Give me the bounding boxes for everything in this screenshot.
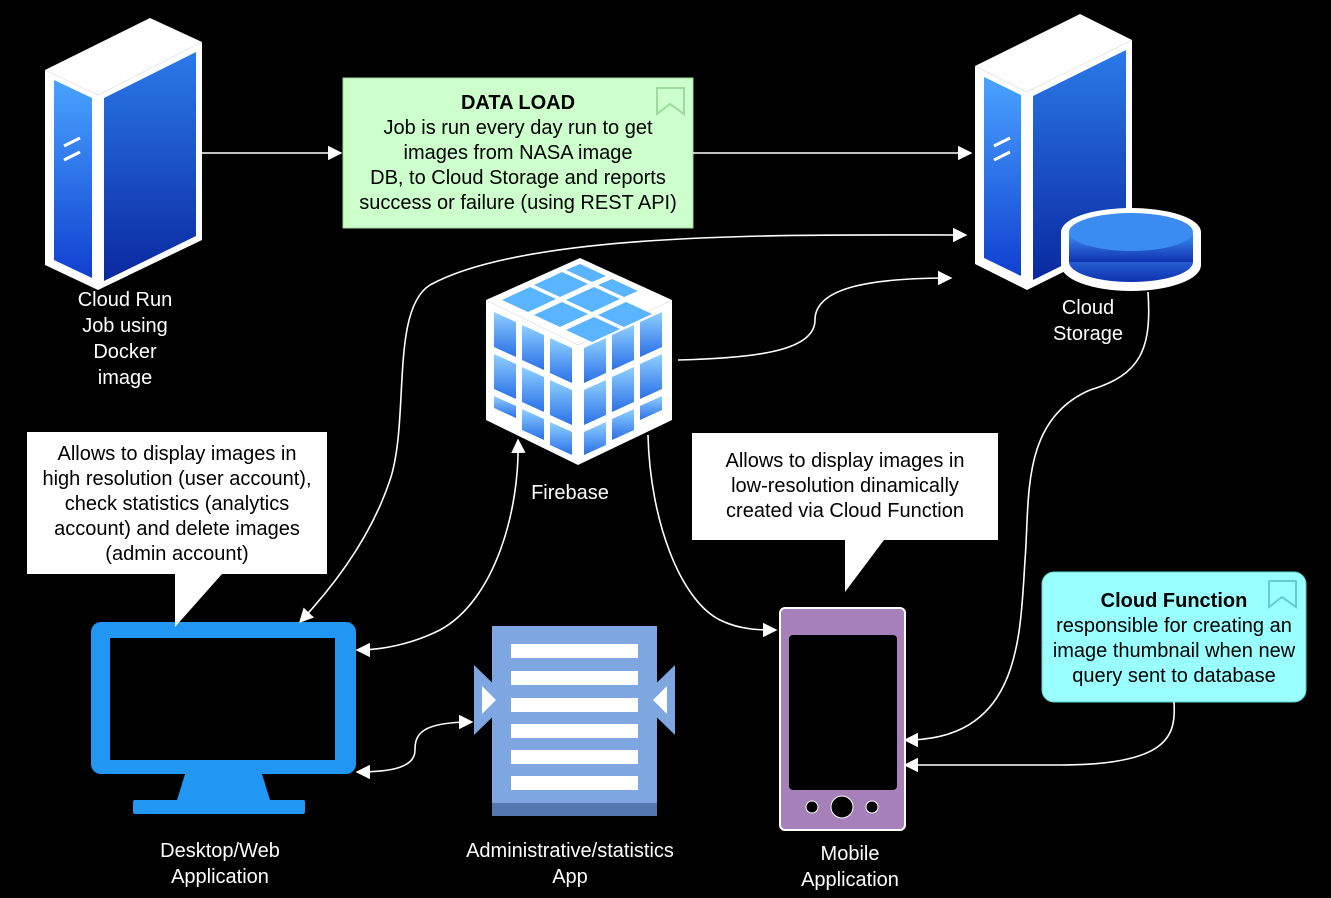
- desktop-callout-text: Allows to display images in high resolut…: [27, 442, 327, 567]
- monitor-icon: [91, 622, 356, 814]
- cloud-run-server-icon: [45, 18, 202, 290]
- mobile-label: Mobile Application: [780, 841, 920, 893]
- cloud-storage-server-icon: [975, 14, 1132, 290]
- edge-firebase-to-storage: [677, 270, 953, 361]
- firebase-label: Firebase: [531, 482, 609, 504]
- edge-admin-desktop: [355, 714, 474, 780]
- desktop-label: Desktop/Web Application: [140, 838, 300, 890]
- connectors: [202, 145, 1176, 780]
- cloud-function-text: Cloud Function responsible for creating …: [1042, 589, 1306, 689]
- desktop-callout-line: (admin account): [105, 543, 249, 565]
- edge-firebase-to-mobile: [647, 434, 778, 638]
- mobile-callout-text: Allows to display images in low-resoluti…: [692, 449, 998, 524]
- desktop-label-line: Application: [171, 866, 269, 888]
- data-load-text: DATA LOAD Job is run every day run to ge…: [343, 91, 693, 216]
- desktop-callout-shape: [27, 432, 327, 627]
- desktop-callout-line: account) and delete images: [54, 518, 300, 540]
- edge-function-to-mobile: [903, 701, 1176, 773]
- desktop-callout-line: high resolution (user account),: [42, 468, 312, 490]
- data-load-line: success or failure (using REST API): [359, 192, 677, 214]
- desktop-callout-line: check statistics (analytics: [64, 493, 290, 515]
- cloud-run-label-line: Docker: [93, 341, 157, 363]
- mobile-label-line: Mobile: [820, 843, 880, 865]
- desktop-callout-line: Allows to display images in: [57, 443, 297, 465]
- database-icon: [1061, 208, 1201, 291]
- admin-app-label: Administrative/statistics App: [450, 838, 690, 890]
- document-list-icon: [474, 626, 675, 816]
- admin-app-label-line: Administrative/statistics: [466, 840, 674, 862]
- cloud-function-title: Cloud Function: [1100, 590, 1248, 612]
- bookmark-icon: [656, 87, 685, 117]
- bookmark-icon: [1268, 580, 1297, 610]
- data-load-line: Job is run every day run to get: [383, 117, 653, 139]
- mobile-callout-line: Allows to display images in: [725, 450, 965, 472]
- edge-storage-to-mobile: [903, 291, 1150, 748]
- firebase-cube-icon: [486, 258, 672, 465]
- cloud-storage-label-line: Cloud: [1061, 297, 1115, 319]
- cloud-function-line: image thumbnail when new: [1052, 640, 1296, 662]
- mobile-label-line: Application: [801, 869, 899, 891]
- cloud-run-label-line: Job using: [82, 315, 168, 337]
- cloud-storage-label: Cloud Storage: [1030, 295, 1146, 347]
- data-load-title: DATA LOAD: [460, 92, 576, 114]
- cloud-run-label-line: image: [97, 367, 153, 389]
- cloud-run-label-line: Cloud Run: [77, 289, 173, 311]
- data-load-line: DB, to Cloud Storage and reports: [370, 167, 666, 189]
- data-load-line: images from NASA image: [403, 142, 633, 164]
- edge-firebase-desktop: [355, 438, 526, 658]
- cloud-function-line: query sent to database: [1072, 665, 1276, 687]
- mobile-phone-icon: [779, 607, 906, 831]
- cloud-function-line: responsible for creating an: [1056, 615, 1292, 637]
- admin-app-label-line: App: [552, 866, 588, 888]
- mobile-callout-line: low-resolution dinamically: [731, 475, 959, 497]
- mobile-callout-line: created via Cloud Function: [726, 500, 964, 522]
- cloud-run-label: Cloud Run Job using Docker image: [60, 287, 190, 391]
- desktop-label-line: Desktop/Web: [160, 840, 280, 862]
- cloud-storage-label-line: Storage: [1052, 323, 1124, 345]
